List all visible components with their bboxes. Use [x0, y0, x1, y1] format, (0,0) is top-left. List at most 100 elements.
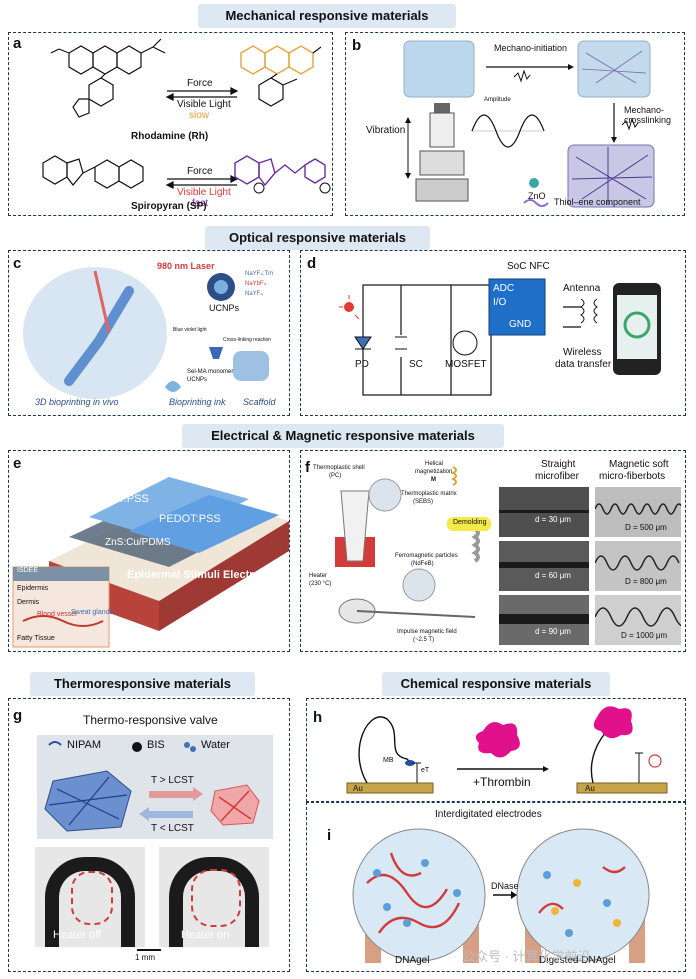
- f-magnetization: magnetization: [415, 469, 453, 475]
- f-straight-photo-3: d = 90 μm: [499, 595, 589, 645]
- f-helical: Helical: [425, 461, 444, 467]
- c-ink-1: Sel-MA monomer: [187, 369, 234, 375]
- c-shell-1: NaYF₄:Tm: [245, 271, 274, 277]
- aptamer-sensor-scheme: [346, 706, 668, 794]
- f-shell-pc: (PC): [329, 473, 342, 479]
- f-d-1: d = 30 μm: [535, 515, 571, 524]
- f-impulse-2: (~2.5 T): [413, 637, 435, 643]
- d-gnd: GND: [509, 319, 532, 330]
- f-D-2: D = 800 μm: [625, 577, 667, 586]
- i-digested: Digested DNAgel: [539, 955, 616, 966]
- e-isdee: ISDEE: [17, 567, 39, 574]
- f-heater: Heater: [309, 573, 328, 579]
- g-hydrogel-scheme: [44, 741, 260, 832]
- e-dermis: Dermis: [17, 599, 40, 606]
- e-sweat-glands: Sweat glands: [71, 609, 114, 616]
- e-zns-layer: ZnS:Cu/PDMS: [105, 537, 171, 548]
- a-rhodamine-name: Rhodamine (Rh): [131, 131, 209, 142]
- d-soc-nfc: SoC NFC: [507, 261, 550, 272]
- c-ink-2: UCNPs: [187, 377, 208, 383]
- panel-e: e PEDOT:PSS ZnS:Cu/PDMS PEDOT:PSS Epider…: [8, 450, 290, 652]
- g-photo-heater-off: Heater off: [35, 847, 145, 947]
- b-mechano-initiation: Mechano-initiation: [494, 43, 568, 53]
- dnagel-electrode-scheme: [352, 828, 650, 963]
- f-d-2: d = 60 μm: [535, 571, 571, 580]
- d-wireless-2: data transfer: [555, 359, 612, 370]
- f-D-3: D = 1000 μm: [621, 631, 668, 640]
- d-mosfet: MOSFET: [445, 359, 487, 370]
- magnetic-fiber-drawing-scheme: [335, 466, 491, 624]
- e-fatty-tissue: Fatty Tissue: [17, 635, 55, 642]
- g-scale-bar: [137, 949, 161, 951]
- c-cross-linking: Cross-linking reaction: [223, 337, 272, 343]
- h-au-2: Au: [585, 784, 595, 793]
- h-au-1: Au: [353, 784, 363, 793]
- f-helix-photo-3: D = 1000 μm: [595, 595, 681, 645]
- d-wireless-1: Wireless: [563, 347, 602, 358]
- b-thiol-ene: Thiol–ene component: [554, 197, 641, 207]
- g-water: Water: [201, 739, 230, 751]
- panel-h: h MB eT Au Au +Thrombin: [306, 698, 686, 802]
- f-matrix-2: (SEBS): [413, 499, 434, 505]
- panel-i-label: i: [327, 827, 332, 844]
- panel-b-label: b: [352, 37, 362, 54]
- g-heater-on: Heater on: [181, 929, 230, 941]
- panel-a: a: [8, 32, 333, 216]
- f-matrix: Thermoplastic matrix: [401, 491, 457, 497]
- i-electrodes: Interdigitated electrodes: [435, 809, 542, 820]
- c-caption-2: Bioprinting ink: [169, 397, 226, 407]
- c-shell-2: NaYbF₄: [245, 281, 267, 287]
- c-blue-light: Blue violet light: [173, 327, 207, 333]
- d-io: I/O: [493, 297, 507, 308]
- d-adc: ADC: [493, 283, 515, 294]
- f-straight-photo-1: d = 30 μm: [499, 487, 589, 537]
- f-straight-2: microfiber: [535, 471, 579, 482]
- nfc-circuit-diagram: [339, 278, 661, 396]
- panel-h-label: h: [313, 709, 323, 726]
- g-hot: T > LCST: [151, 775, 194, 786]
- a-speed-fast: fast: [192, 198, 209, 209]
- e-epidermis: Epidermis: [17, 585, 49, 592]
- d-sc: SC: [409, 359, 423, 370]
- panel-e-label: e: [13, 455, 22, 472]
- f-straight-1: Straight: [541, 459, 576, 470]
- a-force-2: Force: [187, 166, 213, 177]
- panel-c: c 980 nm Laser UCNPs NaYF₄:Tm NaYbF₄ NaY…: [8, 250, 290, 416]
- f-straight-photo-2: d = 60 μm: [499, 541, 589, 591]
- panel-f-label: f: [305, 459, 310, 476]
- f-helix-photo-2: D = 800 μm: [595, 541, 681, 591]
- e-electrode: Epidermal Stimuli Electrode: [127, 569, 274, 581]
- g-title: Thermo-responsive valve: [83, 713, 218, 727]
- f-shell: Thermoplastic shell: [313, 465, 365, 471]
- panel-g: g Thermo-responsive valve NIPAM BIS Wate…: [8, 698, 290, 972]
- i-dnagel: DNAgel: [395, 955, 430, 966]
- f-ferro-2: (NdFeB): [411, 561, 434, 567]
- section-title-chemical: Chemical responsive materials: [382, 672, 610, 696]
- g-nipam: NIPAM: [67, 739, 102, 751]
- a-speed-slow: slow: [189, 110, 210, 121]
- section-title-thermo: Thermoresponsive materials: [30, 672, 255, 696]
- watermark: 公众号 · 计算化学前沿: [462, 949, 591, 964]
- g-bis: BIS: [147, 739, 165, 751]
- f-ferro: Ferromagnetic particles: [395, 553, 458, 559]
- rhodamine-spiropyran-scheme: [42, 38, 331, 194]
- panel-i: i Interdigitated electrodes DNase DNAgel…: [306, 802, 686, 972]
- f-heater-temp: (230 °C): [309, 581, 332, 587]
- a-force-1: Force: [187, 78, 213, 89]
- c-caption-1: 3D bioprinting in vivo: [35, 397, 119, 407]
- c-ucnps: UCNPs: [209, 303, 240, 313]
- d-pd: PD: [355, 359, 369, 370]
- c-laser: 980 nm Laser: [157, 261, 215, 271]
- a-visible-light-1: Visible Light: [177, 99, 231, 110]
- f-helix-photo-1: D = 500 μm: [595, 487, 681, 537]
- f-soft-1: Magnetic soft: [609, 459, 669, 470]
- f-demolding: Demolding: [453, 519, 487, 526]
- i-dnase: DNase: [491, 881, 519, 891]
- panel-d-label: d: [307, 255, 317, 272]
- g-cold: T < LCST: [151, 823, 194, 834]
- panel-b: b Mechano-initiation Vibration Amplitude…: [345, 32, 685, 216]
- epidermal-electrode-illustration: [12, 477, 289, 648]
- section-title-mechanical: Mechanical responsive materials: [198, 4, 456, 28]
- panel-f: f Thermoplastic shell (PC) Thermoplastic…: [300, 450, 686, 652]
- f-soft-2: micro-fiberbots: [599, 471, 666, 482]
